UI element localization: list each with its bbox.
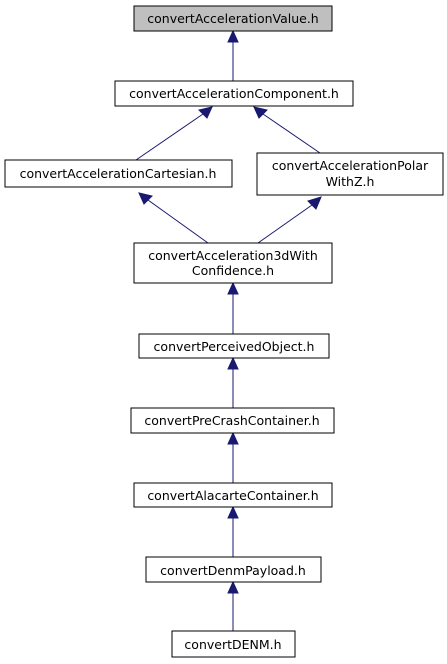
node-convert-acceleration-3d-with-confidence[interactable]: convertAcceleration3dWith Confidence.h [133, 242, 333, 284]
edge-alacarte-to-precrash [227, 431, 239, 483]
edge-polar-to-component [253, 106, 321, 154]
node-convert-denm[interactable]: convertDENM.h [171, 630, 296, 658]
node-convert-acceleration-value[interactable]: convertAccelerationValue.h [133, 5, 333, 32]
svg-text:convertAccelerationValue.h: convertAccelerationValue.h [147, 11, 318, 26]
svg-text:convertPerceivedObject.h: convertPerceivedObject.h [154, 339, 315, 354]
svg-text:convertAccelerationComponent.h: convertAccelerationComponent.h [129, 86, 339, 101]
node-convert-denm-payload[interactable]: convertDenmPayload.h [145, 556, 322, 583]
edge-cartesian-to-component [135, 106, 213, 161]
edge-component-to-value [227, 29, 239, 81]
edge-denm-to-denmpayload [227, 580, 239, 631]
node-convert-pre-crash-container[interactable]: convertPreCrashContainer.h [130, 407, 335, 434]
node-convert-perceived-object[interactable]: convertPerceivedObject.h [138, 333, 330, 359]
edge-denmpayload-to-alacarte [227, 505, 239, 557]
svg-text:convertAcceleration3dWith: convertAcceleration3dWith [148, 248, 318, 263]
svg-text:convertAlacarteContainer.h: convertAlacarteContainer.h [147, 488, 318, 503]
node-convert-acceleration-polar-with-z[interactable]: convertAccelerationPolar WithZ.h [256, 152, 444, 196]
edge-3d-to-polar [257, 196, 322, 244]
svg-text:convertAccelerationPolar: convertAccelerationPolar [272, 158, 429, 173]
svg-text:convertDenmPayload.h: convertDenmPayload.h [160, 563, 306, 578]
node-convert-acceleration-component[interactable]: convertAccelerationComponent.h [114, 80, 354, 107]
node-convert-alacarte-container[interactable]: convertAlacarteContainer.h [133, 482, 333, 508]
edge-precrash-to-perceived [227, 356, 239, 408]
svg-text:convertPreCrashContainer.h: convertPreCrashContainer.h [144, 413, 319, 428]
svg-text:WithZ.h: WithZ.h [326, 174, 375, 189]
svg-text:convertDENM.h: convertDENM.h [184, 637, 281, 652]
node-convert-acceleration-cartesian[interactable]: convertAccelerationCartesian.h [4, 159, 233, 188]
edge-3d-to-cartesian [138, 192, 209, 244]
svg-text:convertAccelerationCartesian.h: convertAccelerationCartesian.h [20, 166, 217, 181]
svg-text:Confidence.h: Confidence.h [192, 263, 274, 278]
edge-perceived-to-3d [227, 281, 239, 334]
